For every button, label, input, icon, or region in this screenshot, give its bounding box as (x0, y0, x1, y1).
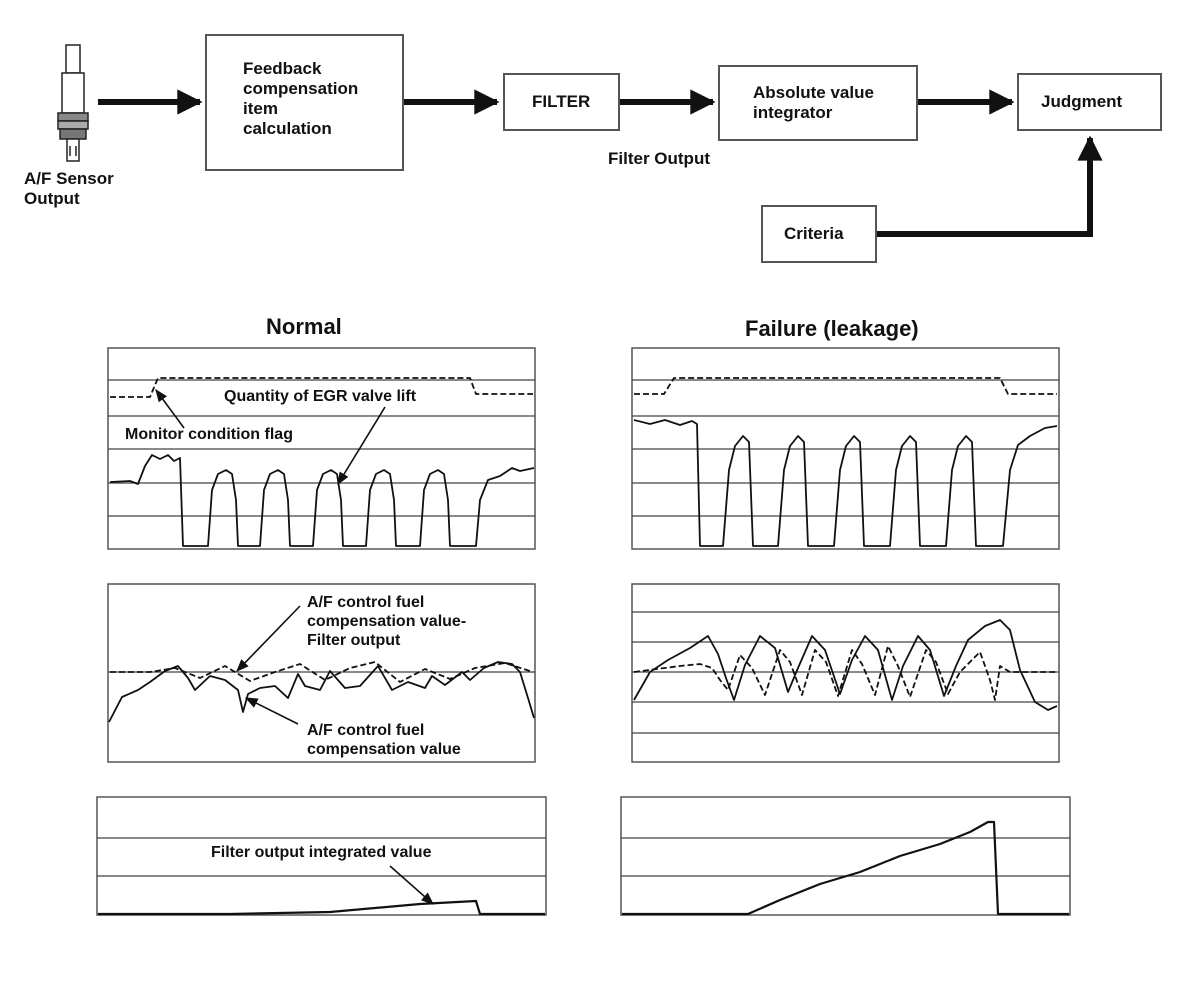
failure-integrated-panel-frame (620, 796, 1071, 916)
integrated-value-pointer (389, 865, 434, 905)
failure-monitor-flag-trace (634, 377, 1057, 395)
normal-title: Normal (266, 314, 342, 339)
failure-fuel-comp-trace (633, 619, 1058, 711)
flow-arrows (98, 89, 1103, 237)
criteria-box (761, 205, 877, 263)
judgment-box (1017, 73, 1162, 131)
criteria-box-label: Criteria (784, 224, 844, 243)
monitor-flag-annotation: Monitor condition flag (125, 426, 293, 443)
failure-fuel-panel-frame (631, 583, 1060, 763)
failure-title: Failure (leakage) (745, 316, 919, 341)
failure-filter-output-trace (633, 645, 1057, 701)
integrator-box-label: Absolute value integrator (753, 83, 874, 122)
integrated-value-annotation: Filter output integrated value (211, 844, 432, 861)
fuel-comp-value-annotation: A/F control fuel compensation value (307, 722, 461, 758)
normal-monitor-flag-trace (110, 377, 533, 398)
sensor-label: A/F Sensor Output (24, 169, 114, 208)
failure-egr-lift-trace (633, 419, 1058, 547)
fuel-comp-pointer (244, 697, 299, 725)
egr-lift-annotation: Quantity of EGR valve lift (224, 388, 417, 405)
normal-integrated-panel-frame (96, 796, 547, 916)
af-sensor-icon (57, 44, 89, 162)
normal-egr-lift-trace (109, 454, 535, 547)
judgment-box-label: Judgment (1041, 92, 1123, 111)
integrator-box (718, 65, 918, 141)
filter-box-label: FILTER (532, 92, 591, 111)
filter-output-label: Filter Output (608, 149, 710, 168)
filter-output-pointer (236, 605, 301, 672)
monitor-flag-pointer (155, 388, 185, 429)
failure-integrated-trace (622, 820, 1069, 916)
egr-lift-pointer (337, 406, 386, 486)
feedback-box-label: Feedback compensation item calculation (243, 59, 359, 138)
filter-box (503, 73, 620, 131)
normal-integrated-trace (98, 899, 545, 916)
arrow-criteria-to-judgment (877, 135, 1103, 237)
normal-fuel-comp-trace (108, 661, 535, 723)
filter-output-curve-annotation: A/F control fuel compensation value- Fil… (307, 594, 467, 649)
feedback-box (205, 34, 404, 171)
